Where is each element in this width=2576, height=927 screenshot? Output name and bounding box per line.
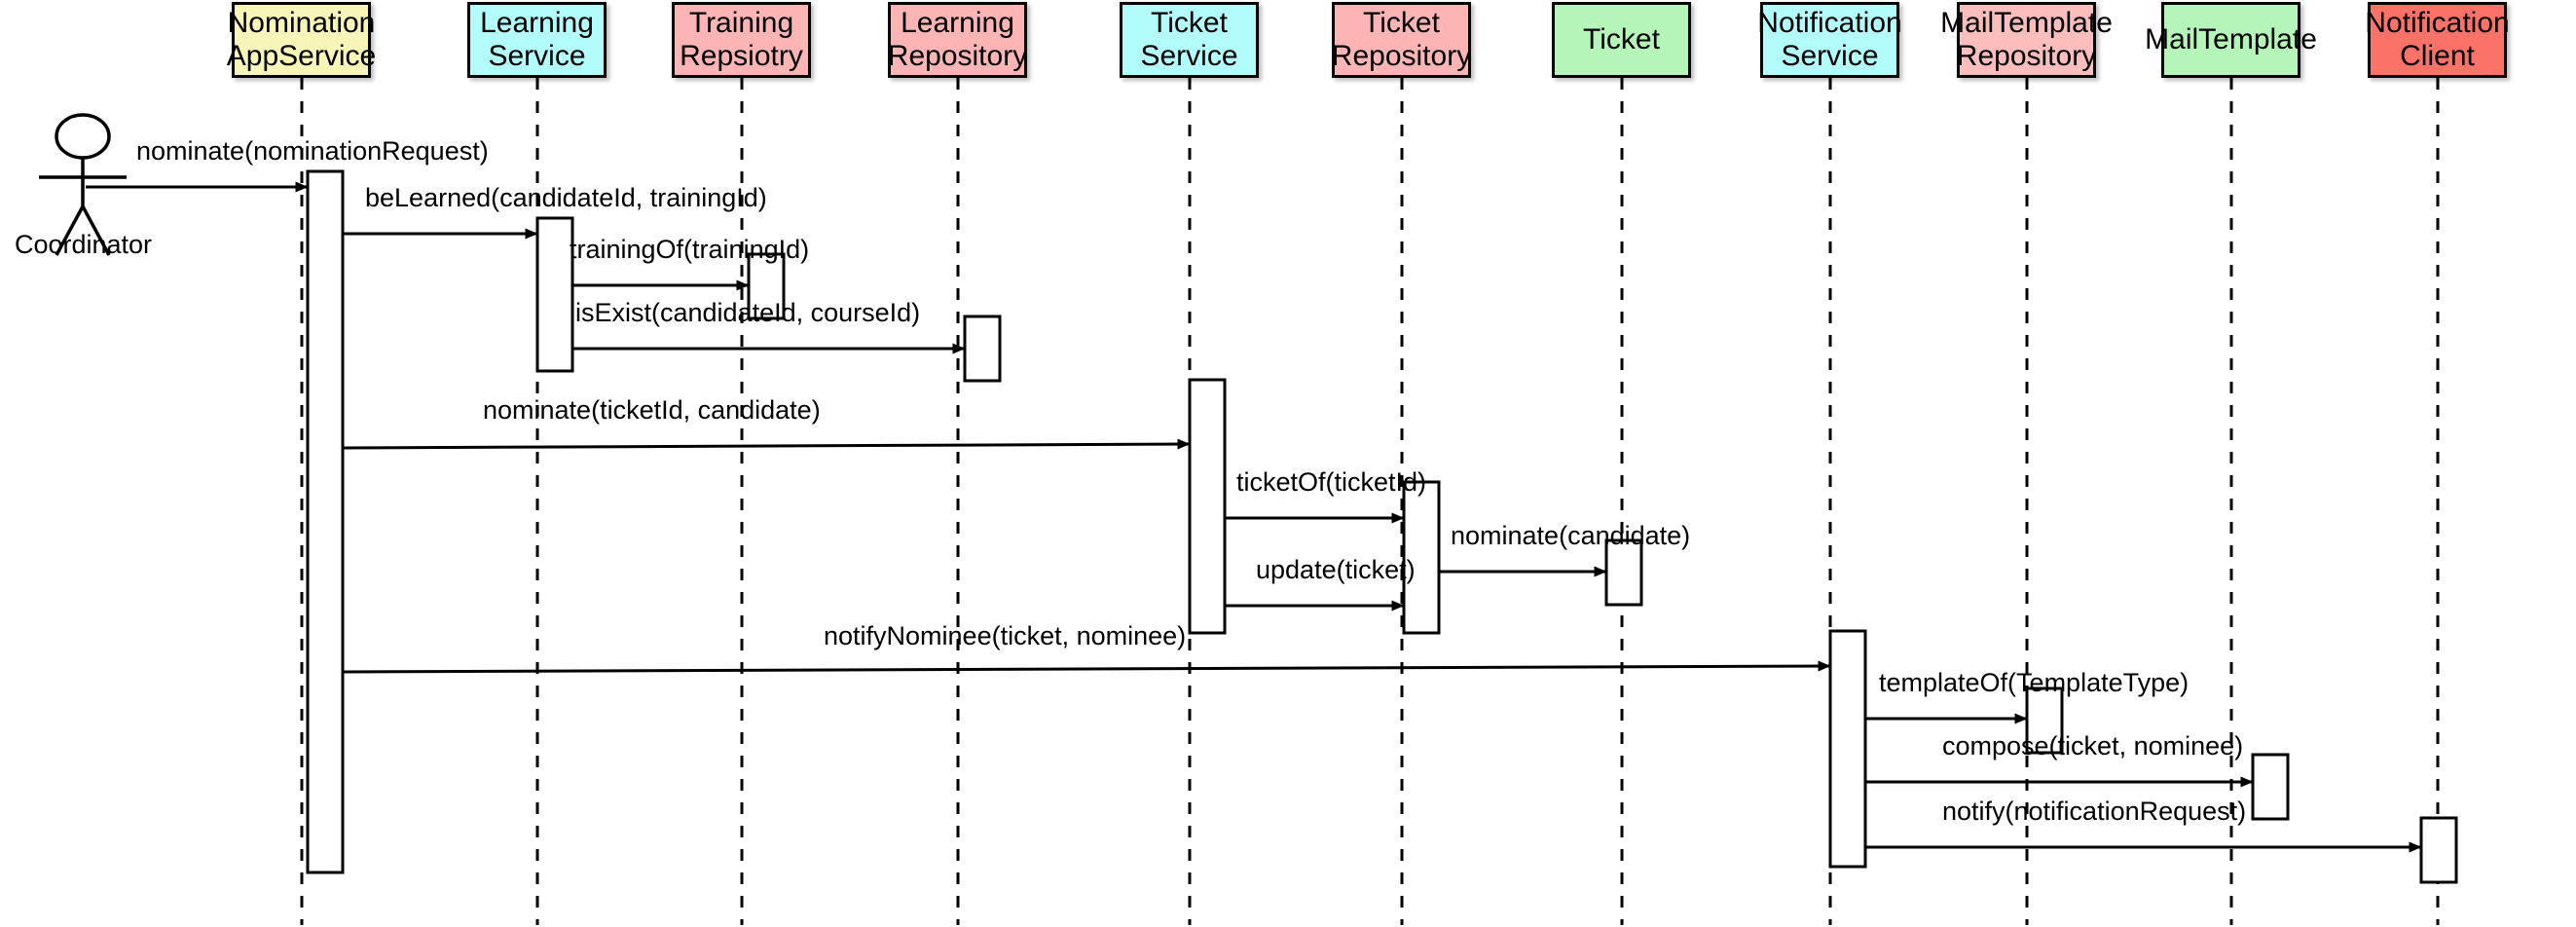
message-label-notify: notify(notificationRequest) (1942, 797, 2247, 826)
message-label-update-ticket: update(ticket) (1256, 555, 1416, 584)
message-label-be-learned: beLearned(candidateId, trainingId) (365, 183, 767, 212)
activation-notification-client (2419, 816, 2458, 884)
activation-training-repository (747, 252, 786, 320)
message-label-compose: compose(ticket, nominee) (1942, 731, 2244, 760)
message-label-is-exist: isExist(candidateId, courseId) (575, 298, 921, 327)
activation-notification-service (1828, 629, 1867, 869)
message-arrows (86, 181, 2422, 853)
activation-learning-service (535, 216, 574, 373)
activation-ticket-service (1188, 378, 1227, 635)
actor-coordinator-figure (39, 113, 127, 256)
participant-ticket-service[interactable]: Ticket Service (1120, 2, 1259, 78)
message-label-ticket-of: ticketOf(ticketId) (1236, 467, 1427, 497)
activation-bars (306, 169, 2458, 884)
arrow-nominate-ticket-candidate (342, 438, 1191, 450)
activation-ticket-repository (1402, 480, 1441, 635)
message-label-nominate-ticket-candidate: nominate(ticketId, candidate) (483, 395, 821, 425)
participant-notification-client[interactable]: Notification Client (2365, 2, 2510, 78)
actor-label-coordinator: Coordinator (14, 230, 153, 259)
activation-learning-repository (963, 315, 1002, 383)
message-label-nominate-nomination-request: nominate(nominationRequest) (136, 136, 489, 166)
participant-mailtemplate-repository[interactable]: MailTemplate Repository (1940, 2, 2113, 78)
participant-notification-service[interactable]: Notification Service (1757, 2, 1902, 78)
arrow-notify-nominee (342, 660, 1831, 674)
activation-nomination-app-service (306, 169, 345, 874)
activation-ticket (1604, 538, 1643, 607)
participant-nomination-app-service[interactable]: Nomination AppService (227, 2, 376, 78)
activation-mailtemplate (2251, 753, 2290, 821)
participant-mailtemplate[interactable]: MailTemplate (2145, 2, 2317, 78)
participant-learning-service[interactable]: Learning Service (467, 2, 607, 78)
participant-training-repository[interactable]: Training Repsiotry (672, 2, 811, 78)
message-label-training-of: trainingOf(trainingId) (570, 235, 810, 264)
message-label-notify-nominee: notifyNominee(ticket, nominee) (824, 621, 1187, 650)
participant-ticket-repository[interactable]: Ticket Repository (1332, 2, 1471, 78)
participant-ticket[interactable]: Ticket (1552, 2, 1691, 78)
participant-learning-repository[interactable]: Learning Repository (888, 2, 1027, 78)
message-label-nominate-candidate: nominate(candidate) (1451, 521, 1691, 550)
message-label-template-of: templateOf(TemplateType) (1879, 668, 2190, 697)
